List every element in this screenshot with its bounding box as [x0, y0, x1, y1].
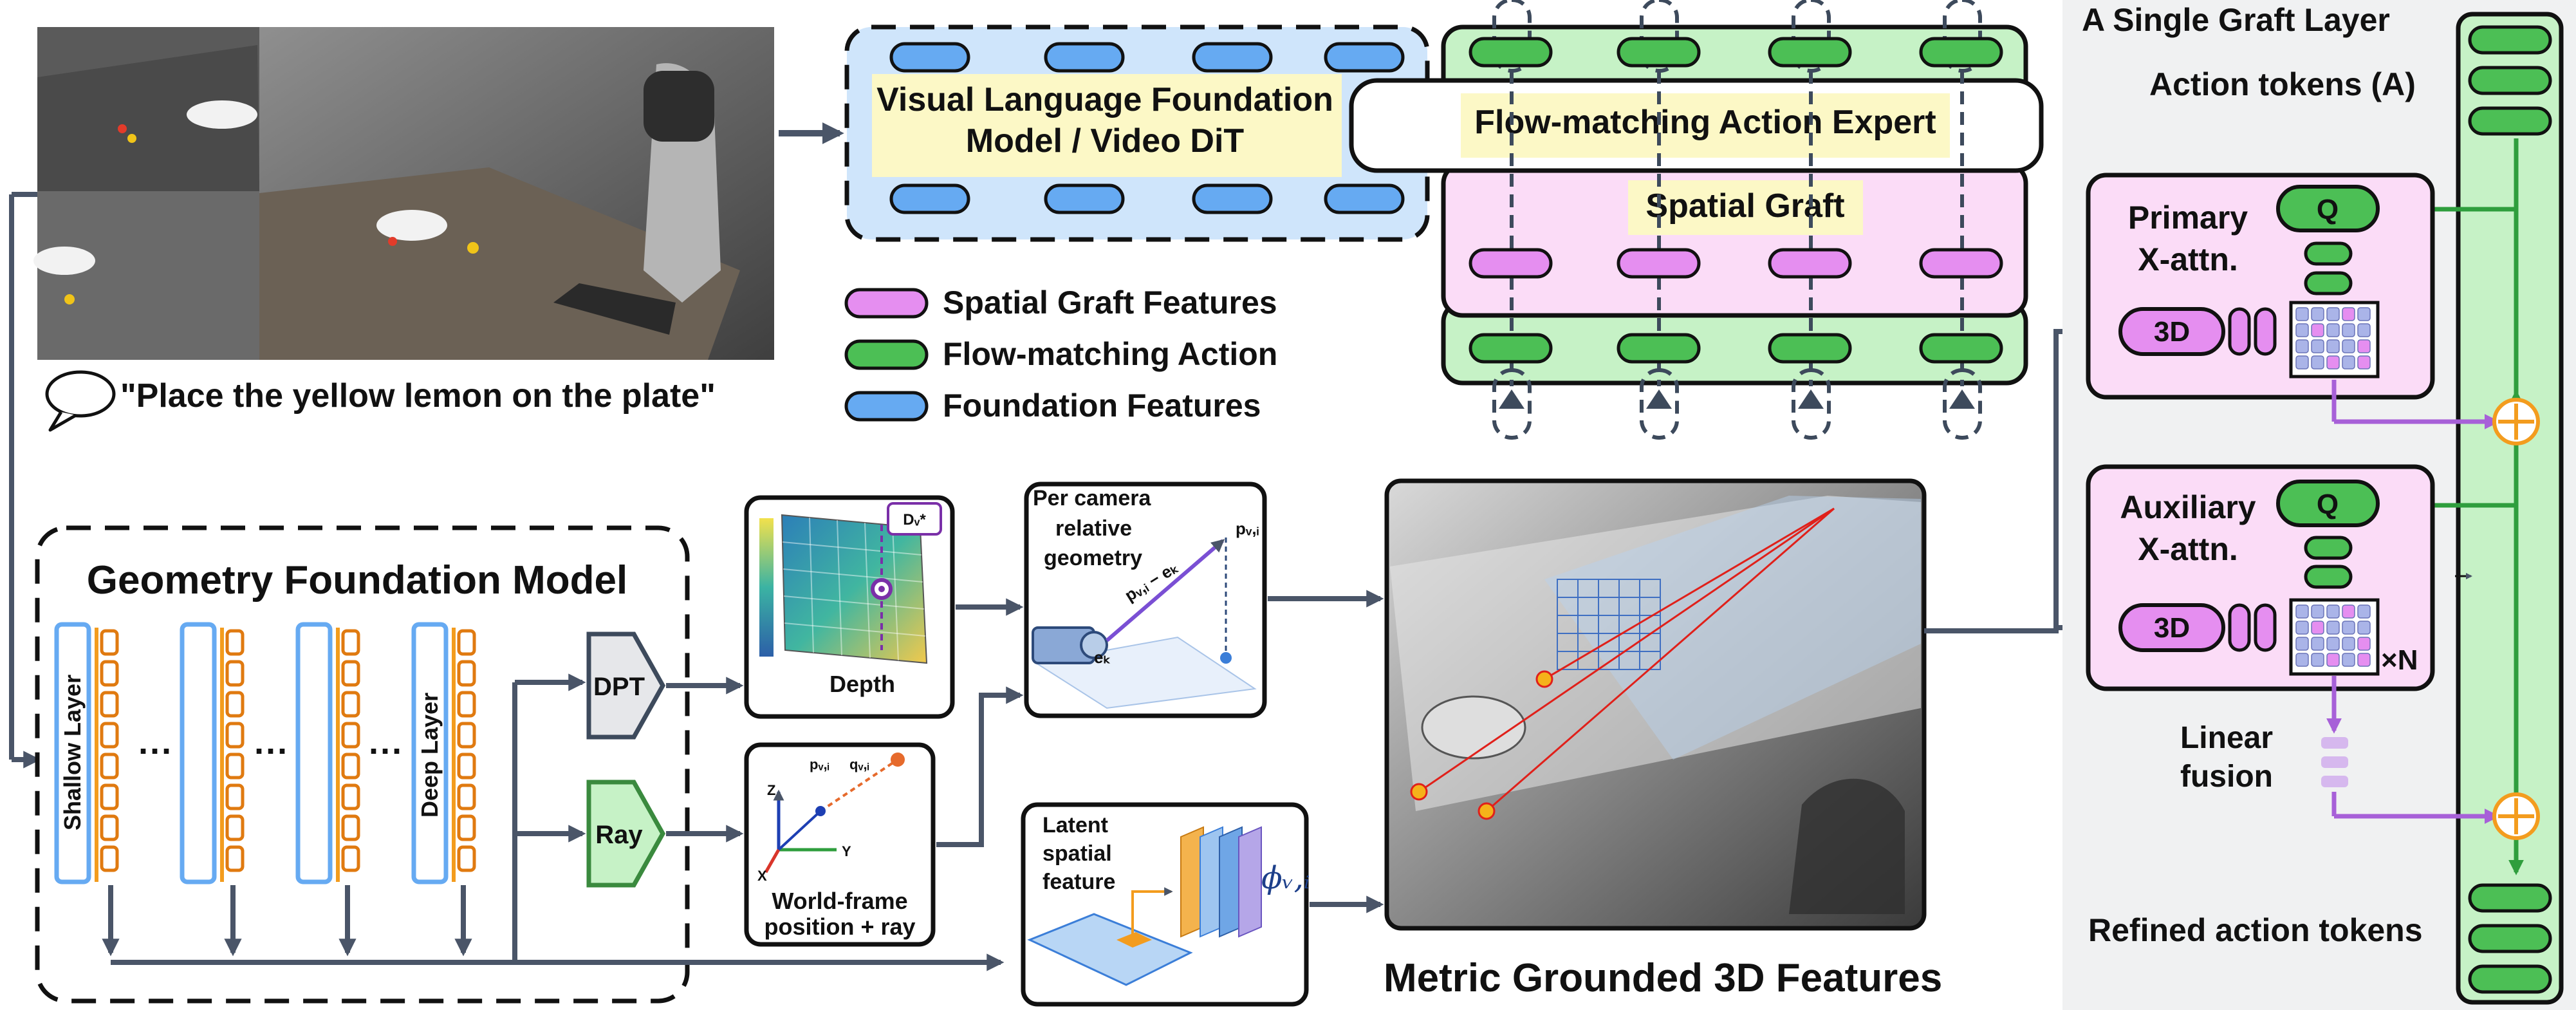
action-expert-title: Flow-matching Action Expert [1474, 104, 1936, 141]
aux-3d-token [2118, 603, 2225, 652]
camera-icon [1032, 626, 1108, 664]
legend-swatch-action [844, 339, 929, 370]
vlm-title-line1: Visual Language Foundation [876, 81, 1333, 118]
primary-label-line2: X-attn. [2138, 241, 2238, 277]
linear-fusion-icon [2321, 737, 2348, 787]
aux-attn-matrix-cells [2295, 604, 2371, 667]
depth-dv-label: Dᵥ* [903, 511, 926, 528]
depth-label: Depth [829, 671, 895, 697]
depth-grid [782, 517, 926, 661]
primary-3d-token [2118, 307, 2225, 356]
primary-3d-label: 3D [2154, 316, 2190, 348]
ellipsis-1: ··· [138, 732, 173, 771]
aux-q-token [2276, 480, 2380, 527]
world-label-line2: position + ray [764, 913, 915, 940]
speech-bubble-icon [45, 370, 116, 432]
aux-label-line2: X-attn. [2138, 531, 2238, 567]
add-icon-1 [2492, 398, 2540, 445]
feature-stack-icon [1180, 826, 1262, 938]
gfm-layers [54, 622, 449, 884]
shallow-layer-label: Shallow Layer [59, 675, 86, 830]
primary-q-token [2276, 185, 2380, 232]
percam-vector [1106, 539, 1225, 642]
axis-z-label: Z [767, 782, 775, 798]
latent-line2: spatial [1042, 841, 1112, 866]
action-tokens-input [2468, 25, 2552, 136]
primary-attn-matrix-cells [2295, 307, 2371, 369]
add-icon-2 [2492, 792, 2540, 840]
ray-lines [1418, 507, 1835, 812]
ellipsis-2: ··· [254, 732, 289, 771]
axis-y-label: Y [842, 843, 851, 859]
axes-icon [764, 753, 905, 874]
deep-layer-label: Deep Layer [416, 693, 443, 818]
percam-p-label: pᵥ,ᵢ [1236, 519, 1259, 538]
world-frame-box [744, 742, 936, 947]
instruction-text: "Place the yellow lemon on the plate" [120, 377, 716, 415]
world-p-label: pᵥ,ᵢ [810, 756, 829, 772]
scene-bowl [1421, 695, 1526, 760]
legend-swatch-foundation [844, 391, 929, 422]
ray-head [586, 780, 666, 888]
spatial-graft-label-bg [1628, 180, 1863, 235]
latent-line3: feature [1042, 870, 1115, 894]
aux-3d-label: 3D [2154, 612, 2190, 644]
legend-label-spatial: Spatial Graft Features [943, 285, 1277, 321]
world-label-line1: World-frame [772, 888, 907, 914]
action-token-column [2456, 12, 2564, 1005]
ray-label: Ray [595, 821, 643, 849]
legend-label-action: Flow-matching Action [943, 336, 1277, 372]
refined-tokens-label: Refined action tokens [2088, 912, 2423, 948]
gfm-layer-outputs [102, 673, 1005, 971]
dpt-head [586, 631, 666, 740]
percam-line3: geometry [1044, 546, 1142, 570]
robot-photos [33, 27, 774, 360]
vlm-label-bg [872, 74, 1342, 177]
axis-x-label: X [757, 868, 767, 884]
aux-q-label: Q [2317, 489, 2339, 520]
action-tokens-refined [2468, 883, 2552, 994]
metric-title: Metric Grounded 3D Features [1384, 956, 1942, 1000]
action-expert-label-bg [1461, 93, 1950, 158]
camera-frustum [1544, 496, 1921, 760]
legend: Spatial Graft Features Flow-matching Act… [844, 285, 1277, 424]
linear-fusion-line1: Linear [2180, 721, 2273, 755]
gfm-orange-token-stacks [95, 628, 476, 882]
token-columns [1492, 0, 1982, 440]
legend-label-foundation: Foundation Features [943, 388, 1261, 424]
spatial-graft-title: Spatial Graft [1645, 187, 1844, 225]
dpt-label: DPT [593, 673, 645, 701]
legend-swatch-spatial [844, 288, 929, 319]
latent-grid-plane [1027, 913, 1193, 986]
depth-dv-badge [887, 502, 942, 536]
scene-gripper [1789, 778, 1905, 914]
percam-line2: relative [1055, 516, 1132, 541]
linear-fusion-line2: fusion [2180, 760, 2273, 794]
percam-line1: Per camera [1033, 486, 1151, 510]
depth-map [781, 514, 928, 664]
action-tokens-top [1469, 37, 2003, 68]
graft-layer-title: A Single Graft Layer [2082, 2, 2390, 38]
world-q-label: qᵥ,ᵢ [849, 756, 869, 772]
frustum-grid [1557, 579, 1661, 670]
latent-phi-label: ϕᵥ,ᵢ [1261, 860, 1310, 896]
vlm-title-line2: Model / Video DiT [966, 122, 1245, 160]
times-n-label: ×N [2381, 644, 2418, 676]
percam-e-label: eₖ [1094, 648, 1111, 667]
vlm-feature-tokens [889, 42, 1405, 214]
action-tokens-bottom [1469, 333, 2003, 364]
aux-label-line1: Auxiliary [2120, 489, 2256, 525]
primary-label-line1: Primary [2128, 200, 2248, 236]
primary-q-label: Q [2317, 194, 2339, 225]
latent-line1: Latent [1042, 813, 1108, 837]
depth-colorbar [759, 518, 774, 657]
spatial-graft-tokens [1469, 248, 2003, 279]
gfm-title: Geometry Foundation Model [87, 558, 627, 603]
action-tokens-label: Action tokens (A) [2149, 66, 2416, 102]
arrow-world-to-percam [936, 686, 1024, 847]
ellipsis-3: ··· [369, 732, 403, 771]
